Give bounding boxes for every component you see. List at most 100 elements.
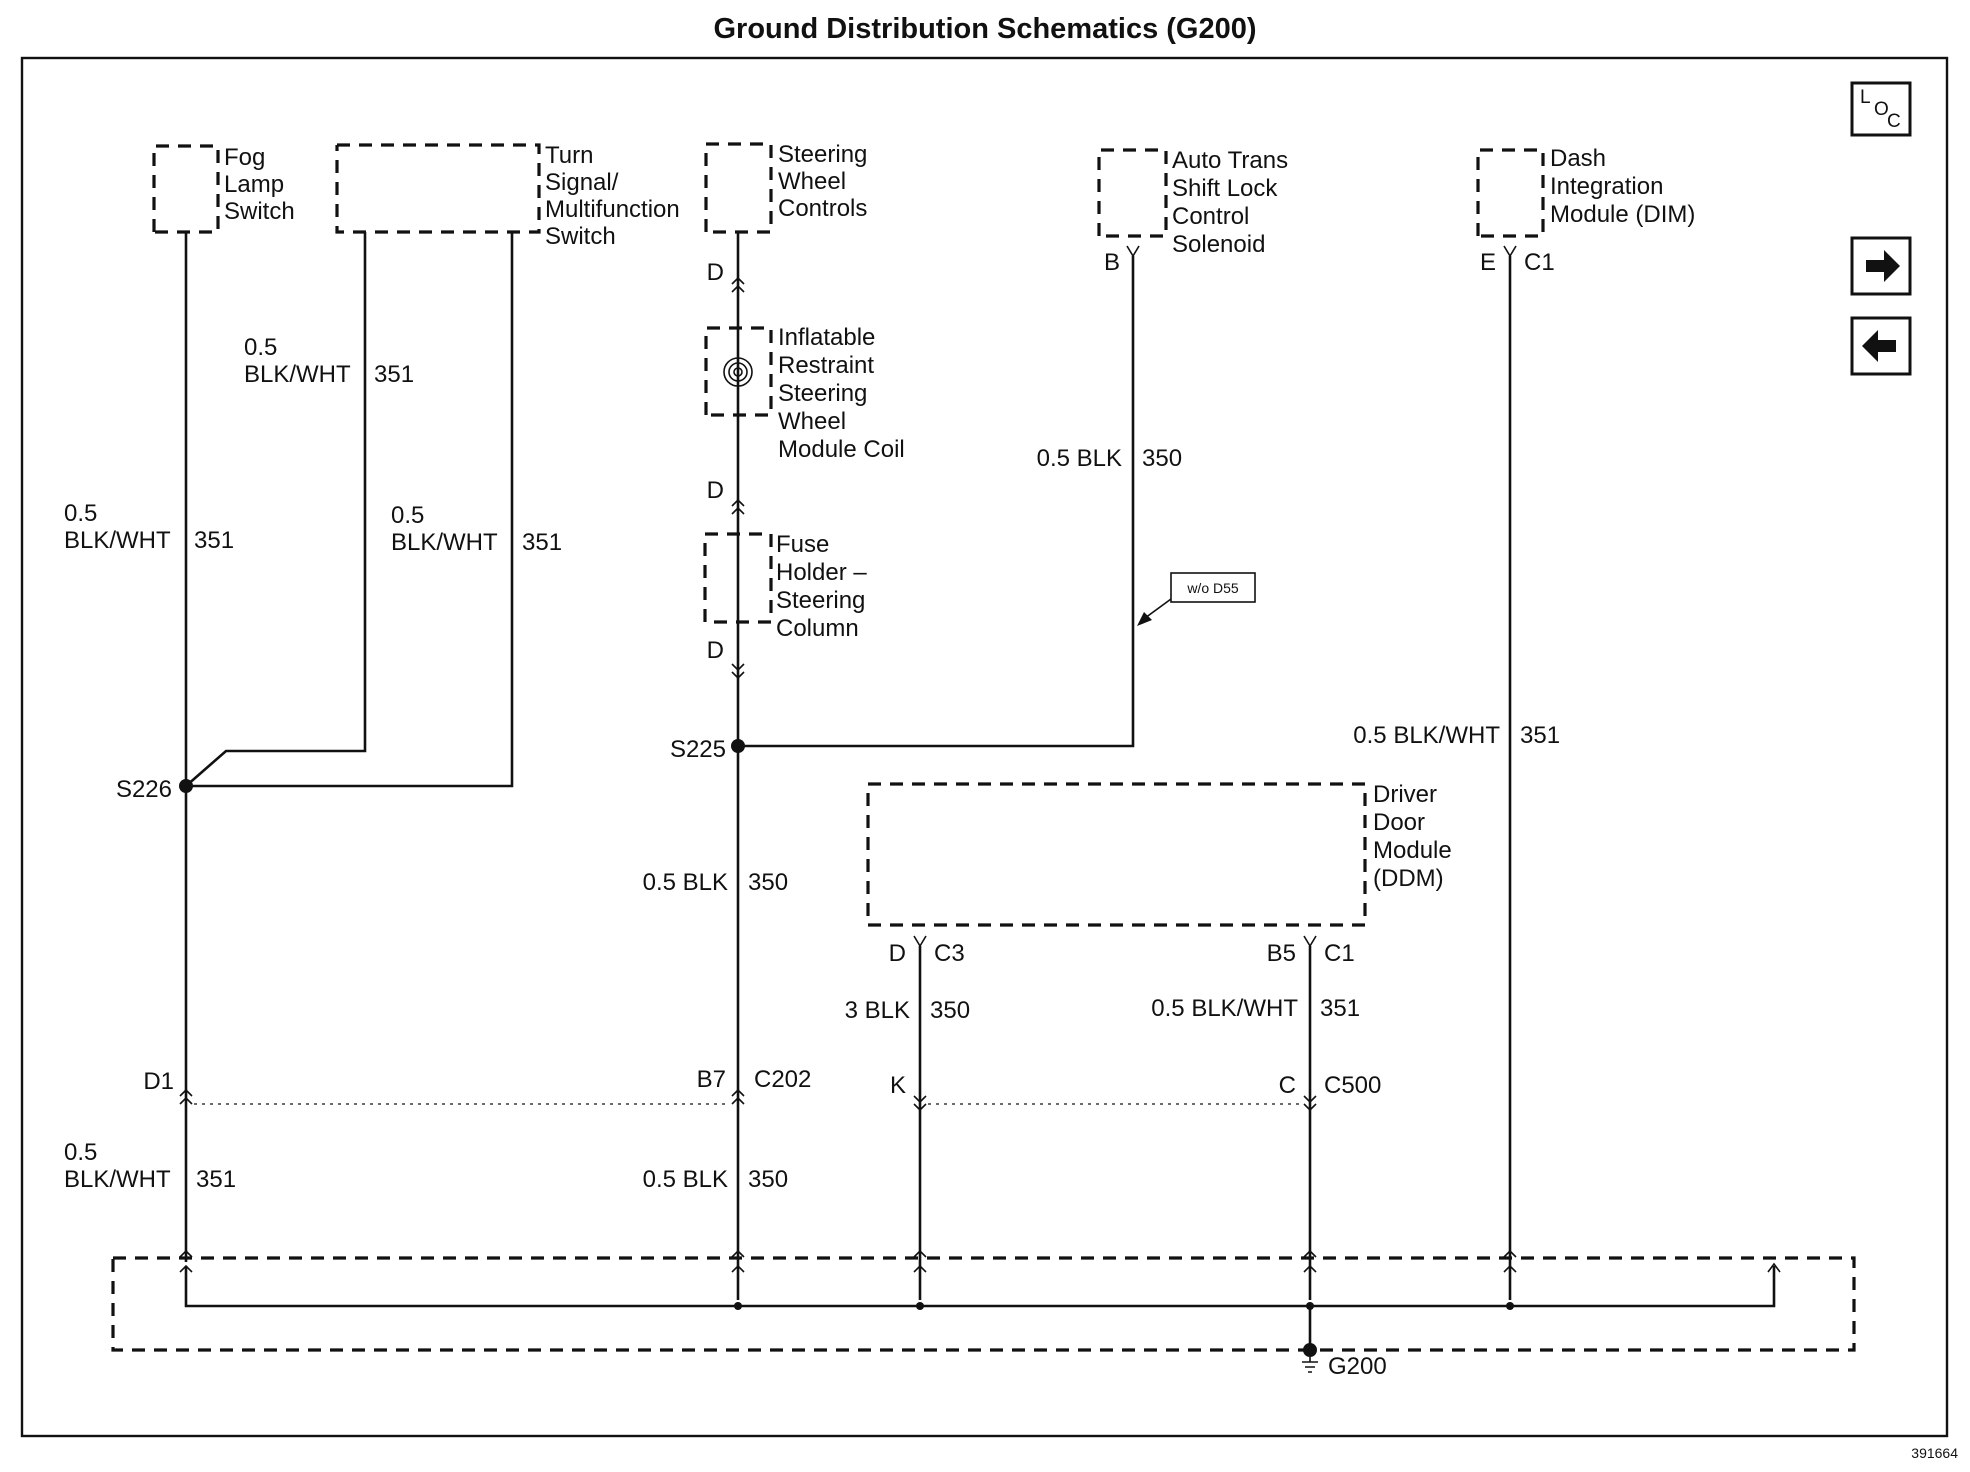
splice-s226-label: S226 — [116, 776, 172, 803]
lower-left-wire-label: 0.5 BLK/WHT 351 — [64, 1139, 236, 1193]
svg-text:350: 350 — [748, 1166, 788, 1193]
dim-pin-mark — [1503, 245, 1517, 258]
svg-text:L: L — [1860, 87, 1871, 108]
svg-text:0.5: 0.5 — [64, 500, 97, 527]
steering-connector-d1: D — [707, 259, 724, 286]
connector-d1-label: D1 — [143, 1068, 174, 1095]
turn-right-wire-label: 0.5 BLK/WHT 351 — [391, 502, 562, 556]
dim-label: Dash Integration Module (DIM) — [1550, 145, 1695, 228]
svg-text:0.5 BLK/WHT: 0.5 BLK/WHT — [1353, 722, 1500, 749]
ddm-left-pin-mark — [913, 935, 927, 948]
loc-icon[interactable]: L O C — [1850, 81, 1912, 137]
steering-connector-d3: D — [707, 637, 724, 664]
right-arrow-icon[interactable] — [1850, 236, 1912, 296]
svg-text:0.5 BLK: 0.5 BLK — [643, 869, 728, 896]
turn-signal-wire-right — [186, 232, 514, 788]
svg-text:0.5 BLK/WHT: 0.5 BLK/WHT — [1151, 995, 1298, 1022]
turn-signal-label: Turn Signal/ Multifunction Switch — [545, 142, 686, 250]
svg-text:C: C — [1887, 111, 1901, 132]
turn-signal-wire-left — [185, 232, 367, 787]
connector-b7-mark — [731, 1088, 745, 1105]
inflatable-restraint-coil: Inflatable Restraint Steering Wheel Modu… — [704, 324, 905, 463]
ddm-right-pin-mark — [1303, 935, 1317, 948]
connector-c-label: C — [1279, 1072, 1296, 1099]
driver-door-module: Driver Door Module (DDM) — [866, 781, 1458, 927]
dim-pin-label: E — [1480, 249, 1496, 276]
svg-text:0.5 BLK: 0.5 BLK — [1037, 445, 1122, 472]
svg-text:BLK/WHT: BLK/WHT — [64, 527, 171, 554]
svg-text:0.5: 0.5 — [244, 334, 277, 361]
fuse-holder-steering-column: Fuse Holder – Steering Column — [703, 531, 873, 642]
steering-wheel-controls: Steering Wheel Controls — [704, 141, 874, 234]
connector-c-mark — [1303, 1095, 1317, 1112]
ground-icon — [1302, 1357, 1318, 1373]
auto-trans-wire-label: 0.5 BLK 350 — [1037, 445, 1182, 472]
svg-text:351: 351 — [1320, 995, 1360, 1022]
connector-k-label: K — [890, 1072, 906, 1099]
s225-down-wire-label: 0.5 BLK 350 — [643, 869, 788, 896]
svg-text:3 BLK: 3 BLK — [845, 997, 910, 1024]
ddm-right-pin-label: B5 — [1267, 940, 1296, 967]
dash-integration-module: Dash Integration Module (DIM) — [1476, 145, 1695, 238]
auto-trans-shift-lock-solenoid: Auto Trans Shift Lock Control Solenoid — [1097, 147, 1295, 258]
ground-g200-label: G200 — [1328, 1353, 1387, 1380]
steering-controls-label: Steering Wheel Controls — [778, 141, 874, 222]
auto-trans-pin-label: B — [1104, 249, 1120, 276]
svg-text:350: 350 — [1142, 445, 1182, 472]
svg-text:351: 351 — [374, 361, 414, 388]
ddm-right-connector-label: C1 — [1324, 940, 1355, 967]
dim-connector-label: C1 — [1524, 249, 1555, 276]
ddm-left-wire-label: 3 BLK 350 — [845, 997, 970, 1024]
auto-trans-pin-mark — [1126, 245, 1140, 258]
turn-left-wire-label: 0.5 BLK/WHT 351 — [244, 334, 414, 388]
svg-text:0.5: 0.5 — [64, 1139, 97, 1166]
svg-text:351: 351 — [1520, 722, 1560, 749]
steering-connector-marks — [731, 276, 745, 680]
lower-mid-wire-label: 0.5 BLK 350 — [643, 1166, 788, 1193]
svg-text:O: O — [1874, 99, 1889, 120]
svg-text:BLK/WHT: BLK/WHT — [64, 1166, 171, 1193]
connector-c202-label: C202 — [754, 1066, 811, 1093]
ground-bus-pin-marks — [179, 1249, 1781, 1273]
auto-trans-label: Auto Trans Shift Lock Control Solenoid — [1172, 147, 1295, 258]
connector-c500-label: C500 — [1324, 1072, 1381, 1099]
svg-text:0.5: 0.5 — [391, 502, 424, 529]
svg-text:350: 350 — [930, 997, 970, 1024]
ground-bus-wire — [184, 1266, 1776, 1308]
svg-text:BLK/WHT: BLK/WHT — [244, 361, 351, 388]
dim-wire-label: 0.5 BLK/WHT 351 — [1353, 722, 1560, 749]
svg-text:351: 351 — [522, 529, 562, 556]
ground-bus-junctions — [734, 1302, 1514, 1310]
connector-k-mark — [913, 1095, 927, 1112]
svg-text:350: 350 — [748, 869, 788, 896]
svg-text:351: 351 — [196, 1166, 236, 1193]
steering-connector-d2: D — [707, 477, 724, 504]
auto-trans-wire — [738, 256, 1135, 748]
fog-lamp-label: Fog Lamp Switch — [224, 144, 295, 225]
option-note-arrowhead — [1137, 612, 1152, 626]
turn-signal-switch: Turn Signal/ Multifunction Switch — [335, 142, 686, 250]
fuse-holder-label: Fuse Holder – Steering Column — [776, 531, 873, 642]
svg-text:0.5 BLK: 0.5 BLK — [643, 1166, 728, 1193]
ddm-right-wire-label: 0.5 BLK/WHT 351 — [1151, 995, 1360, 1022]
figure-id: 391664 — [1911, 1445, 1958, 1461]
option-note: w/o D55 — [1186, 580, 1239, 596]
ddm-label: Driver Door Module (DDM) — [1373, 781, 1458, 892]
ground-g200-dot — [1303, 1343, 1317, 1357]
svg-text:351: 351 — [194, 527, 234, 554]
inflatable-label: Inflatable Restraint Steering Wheel Modu… — [778, 324, 905, 463]
fog-wire-label: 0.5 BLK/WHT 351 — [64, 500, 234, 554]
ground-bus-outline — [111, 1256, 1856, 1352]
page-title: Ground Distribution Schematics (G200) — [713, 13, 1256, 45]
splice-s226 — [179, 779, 193, 793]
svg-text:BLK/WHT: BLK/WHT — [391, 529, 498, 556]
ddm-left-connector-label: C3 — [934, 940, 965, 967]
left-arrow-icon[interactable] — [1850, 316, 1912, 376]
ddm-left-pin-label: D — [889, 940, 906, 967]
splice-s225-label: S225 — [670, 736, 726, 763]
connector-d1-mark — [179, 1088, 193, 1105]
fog-lamp-switch: Fog Lamp Switch — [152, 144, 295, 234]
option-note-box: w/o D55 — [1137, 572, 1256, 626]
diagram-border — [20, 56, 1949, 1438]
